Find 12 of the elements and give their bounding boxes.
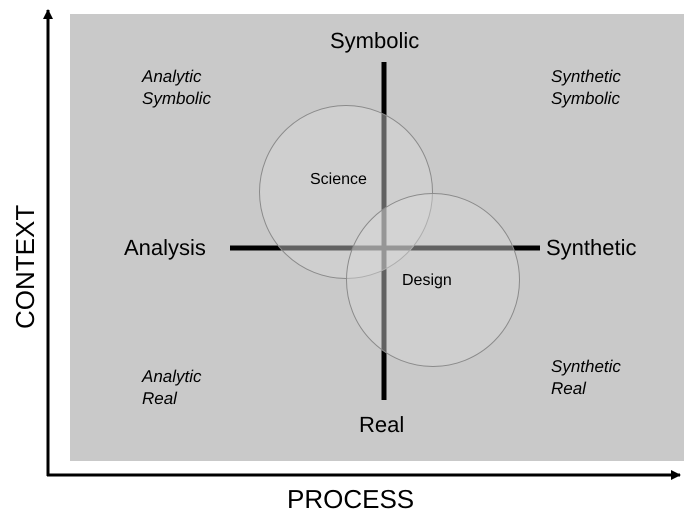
axis-end-label: Synthetic xyxy=(546,235,636,261)
circle-label: Science xyxy=(310,171,367,189)
axis-end-label: Analysis xyxy=(124,235,206,261)
axis-end-label: Real xyxy=(359,412,404,438)
circle-label: Design xyxy=(402,272,452,290)
quadrant-label: Synthetic Symbolic xyxy=(551,66,622,110)
quadrant-label: Synthetic Real xyxy=(551,356,622,400)
axis-end-label: Symbolic xyxy=(330,28,420,54)
axis-title: PROCESS xyxy=(287,484,414,515)
quadrant-label: Analytic Symbolic xyxy=(142,66,212,110)
axis-title: CONTEXT xyxy=(10,204,41,329)
quadrant-label: Analytic Real xyxy=(142,366,203,410)
